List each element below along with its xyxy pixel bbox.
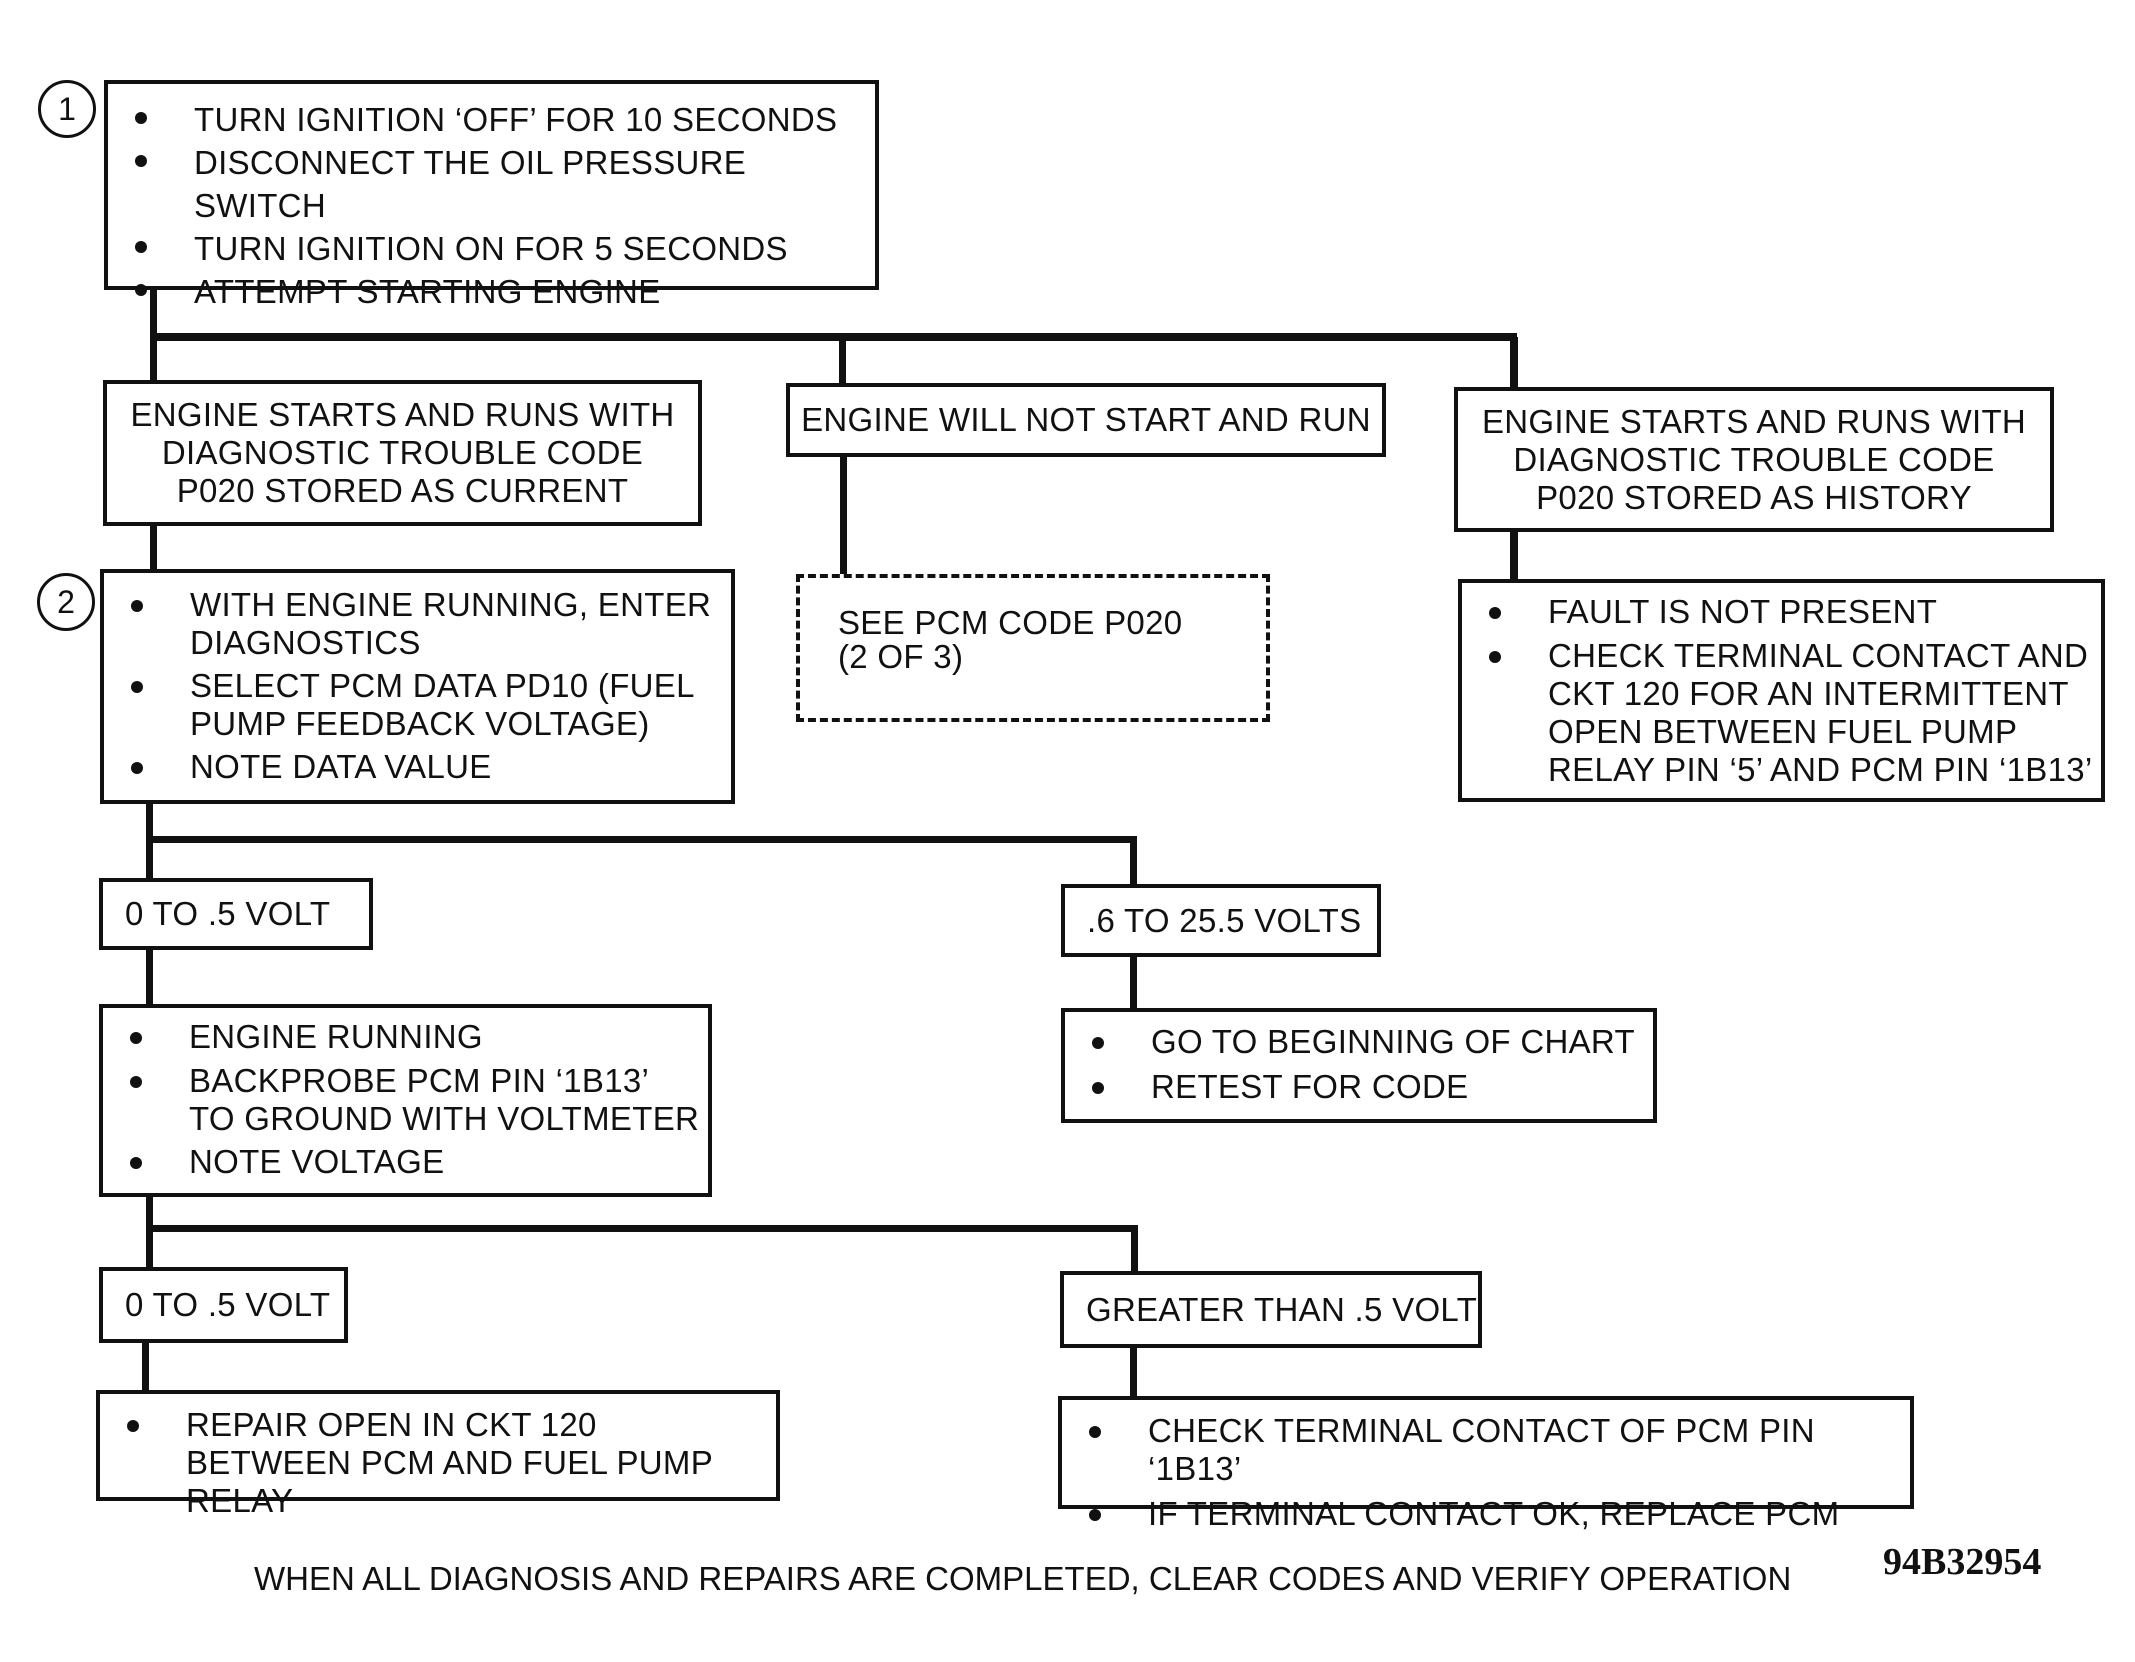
pin-high-result-text: GREATER THAN .5 VOLT: [1086, 1290, 1478, 1328]
connector-line: [150, 522, 157, 569]
list-item: ATTEMPT STARTING ENGINE: [108, 270, 867, 313]
connector-line: [146, 946, 153, 1006]
list-item: SELECT PCM DATA PD10 (FUEL PUMP FEEDBACK…: [104, 667, 723, 743]
pin-low-result-text: 0 TO .5 VOLT: [125, 1286, 331, 1323]
figure-id: 94B32954: [1883, 1541, 2042, 1583]
footer-note: WHEN ALL DIAGNOSIS AND REPAIRS ARE COMPL…: [254, 1560, 1792, 1597]
step-1-list: TURN IGNITION ‘OFF’ FOR 10 SECONDS DISCO…: [108, 98, 867, 313]
list-item: DISCONNECT THE OIL PRESSURE SWITCH: [108, 141, 867, 227]
see-pcm-code-line1: SEE PCM CODE P020: [838, 604, 1183, 641]
list-item: REPAIR OPEN IN CKT 120 BETWEEN PCM AND F…: [100, 1406, 768, 1520]
connector-line: [1510, 337, 1518, 389]
connector-line: [146, 836, 1136, 843]
connector-line: [840, 453, 847, 574]
list-item: GO TO BEGINNING OF CHART: [1065, 1023, 1645, 1061]
branch-history: ENGINE STARTS AND RUNS WITH DIAGNOSTIC T…: [1454, 387, 2054, 532]
pd10-low-result: 0 TO .5 VOLT: [99, 878, 373, 950]
list-item: NOTE DATA VALUE: [104, 748, 723, 786]
branch-no-start-text: ENGINE WILL NOT START AND RUN: [801, 401, 1371, 438]
see-pcm-code-line2: (2 OF 3): [838, 638, 964, 675]
list-item: TURN IGNITION ON FOR 5 SECONDS: [108, 227, 867, 270]
list-item: CHECK TERMINAL CONTACT AND CKT 120 FOR A…: [1462, 637, 2095, 789]
history-actions-list: FAULT IS NOT PRESENT CHECK TERMINAL CONT…: [1462, 593, 2095, 789]
pd10-high-result: .6 TO 25.5 VOLTS: [1061, 884, 1381, 957]
list-item: TURN IGNITION ‘OFF’ FOR 10 SECONDS: [108, 98, 867, 141]
branch-current-text: ENGINE STARTS AND RUNS WITH DIAGNOSTIC T…: [130, 396, 675, 509]
list-item: BACKPROBE PCM PIN ‘1B13’ TO GROUND WITH …: [103, 1062, 700, 1138]
connector-line: [1130, 1344, 1137, 1400]
connector-line: [1510, 528, 1518, 580]
repair-open-list: REPAIR OPEN IN CKT 120 BETWEEN PCM AND F…: [100, 1406, 768, 1520]
list-item: WITH ENGINE RUNNING, ENTER DIAGNOSTICS: [104, 586, 723, 662]
connector-line: [142, 1340, 149, 1392]
repair-open-box: REPAIR OPEN IN CKT 120 BETWEEN PCM AND F…: [96, 1390, 780, 1519]
branch-current: ENGINE STARTS AND RUNS WITH DIAGNOSTIC T…: [103, 380, 702, 526]
step-2-list: WITH ENGINE RUNNING, ENTER DIAGNOSTICS S…: [104, 586, 723, 786]
branch-no-start: ENGINE WILL NOT START AND RUN: [786, 383, 1386, 457]
backprobe-box: ENGINE RUNNING BACKPROBE PCM PIN ‘1B13’ …: [99, 1004, 712, 1197]
pin-high-result: GREATER THAN .5 VOLT: [1060, 1271, 1482, 1348]
connector-line: [1130, 955, 1137, 1010]
pd10-low-result-text: 0 TO .5 VOLT: [125, 895, 331, 932]
connector-line: [1130, 836, 1137, 886]
pd10-high-result-text: .6 TO 25.5 VOLTS: [1087, 901, 1362, 939]
connector-line: [1131, 1225, 1138, 1275]
history-actions-box: FAULT IS NOT PRESENT CHECK TERMINAL CONT…: [1458, 579, 2105, 802]
list-item: NOTE VOLTAGE: [103, 1143, 700, 1181]
retest-box: GO TO BEGINNING OF CHART RETEST FOR CODE: [1061, 1008, 1657, 1123]
backprobe-list: ENGINE RUNNING BACKPROBE PCM PIN ‘1B13’ …: [103, 1018, 700, 1181]
replace-pcm-box: CHECK TERMINAL CONTACT OF PCM PIN ‘1B13’…: [1058, 1396, 1914, 1532]
connector-line: [150, 333, 1517, 341]
list-item: ENGINE RUNNING: [103, 1018, 700, 1056]
step-1-marker: 1: [38, 80, 96, 138]
list-item: FAULT IS NOT PRESENT: [1462, 593, 2095, 631]
step-2-box: WITH ENGINE RUNNING, ENTER DIAGNOSTICS S…: [100, 569, 735, 804]
pin-low-result: 0 TO .5 VOLT: [99, 1267, 348, 1343]
list-item: IF TERMINAL CONTACT OK, REPLACE PCM: [1062, 1495, 1902, 1533]
list-item: CHECK TERMINAL CONTACT OF PCM PIN ‘1B13’: [1062, 1412, 1902, 1488]
retest-list: GO TO BEGINNING OF CHART RETEST FOR CODE: [1065, 1023, 1645, 1106]
branch-history-text: ENGINE STARTS AND RUNS WITH DIAGNOSTIC T…: [1481, 402, 2027, 516]
step-2-marker: 2: [37, 573, 95, 631]
replace-pcm-list: CHECK TERMINAL CONTACT OF PCM PIN ‘1B13’…: [1062, 1412, 1902, 1533]
list-item: RETEST FOR CODE: [1065, 1068, 1645, 1106]
step-1-box: TURN IGNITION ‘OFF’ FOR 10 SECONDS DISCO…: [104, 80, 879, 310]
connector-line: [146, 1225, 1138, 1232]
see-pcm-code-box: SEE PCM CODE P020 (2 OF 3): [796, 574, 1270, 722]
connector-line: [839, 337, 846, 383]
